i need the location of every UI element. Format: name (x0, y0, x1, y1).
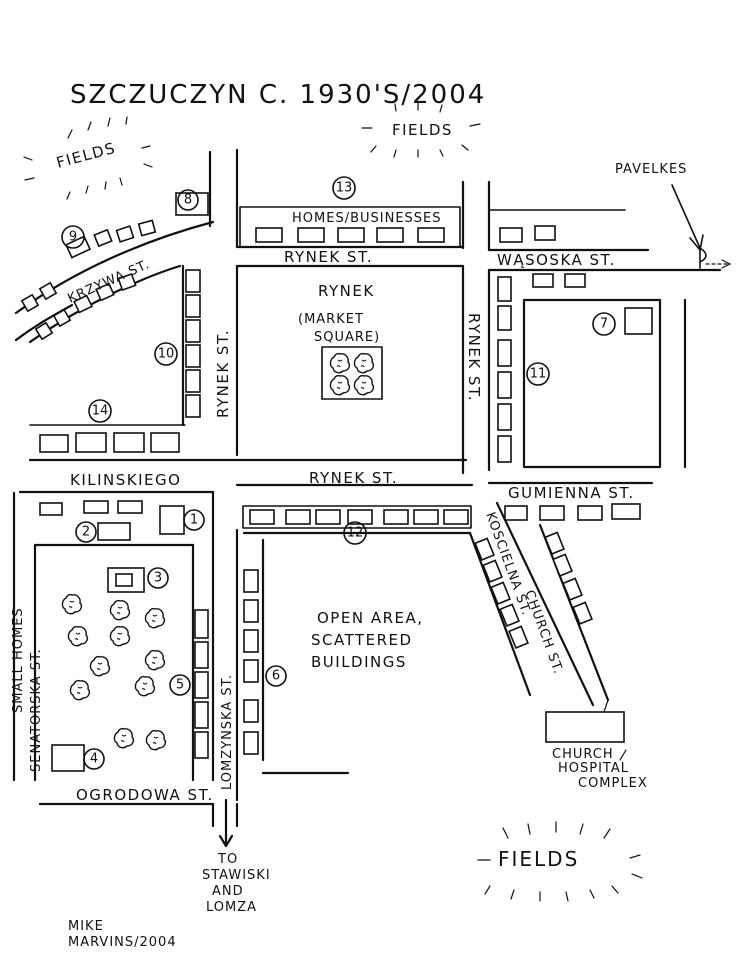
marker-9: 9 (61, 225, 85, 249)
krzywa-buildings (20, 192, 209, 341)
svg-text:10: 10 (158, 347, 175, 362)
open-area-label: BUILDINGS (311, 653, 407, 671)
marker-12: 12 (343, 521, 367, 545)
author-signature: MARVINS/2004 (68, 935, 177, 950)
svg-text:14: 14 (92, 404, 109, 419)
block-11-buildings (497, 276, 512, 463)
marker-10: 10 (154, 342, 178, 366)
church-leader-lines (603, 699, 627, 761)
block-6-buildings (243, 569, 259, 755)
fields-area-top-left: FIELDS (23, 116, 153, 200)
marker-3: 3 (147, 567, 169, 589)
lomzynska-street-label: LOMZYNSKA ST. (220, 674, 235, 790)
marker-8: 8 (177, 189, 199, 211)
map-title: SZCZUCZYN C. 1930'S/2004 (70, 80, 486, 110)
building-7 (624, 307, 653, 335)
marker-13: 13 (332, 176, 356, 200)
author-signature: MIKE (68, 919, 104, 934)
fields-label: FIELDS (54, 139, 118, 172)
market-square: RYNEK (MARKET SQUARE) (298, 282, 383, 400)
svg-text:4: 4 (90, 752, 98, 767)
wasoska-buildings (488, 209, 626, 288)
church-hospital-building (545, 711, 625, 743)
block-12-buildings (242, 505, 472, 529)
svg-text:5: 5 (176, 678, 184, 693)
street-lines (12, 148, 722, 848)
market-square-label: (MARKET (298, 312, 364, 327)
building-row (255, 227, 445, 243)
gumienna-street-label: GUMIENNA ST. (508, 484, 635, 502)
rynek-street-top-label: RYNEK ST. (284, 248, 373, 266)
block-10-buildings (185, 269, 201, 418)
svg-text:1: 1 (190, 513, 198, 528)
rynek-label: RYNEK (318, 282, 375, 300)
pavelkes-marker: PAVELKES (615, 162, 732, 269)
marker-6: 6 (265, 665, 287, 687)
svg-text:13: 13 (336, 181, 353, 196)
to-towns-label: AND (212, 884, 244, 899)
svg-text:8: 8 (184, 193, 192, 208)
fields-area-bottom-right: FIELDS (477, 821, 643, 902)
marker-2: 2 (75, 521, 97, 543)
marker-7: 7 (592, 312, 616, 336)
rynek-street-bottom-label: RYNEK ST. (309, 469, 398, 487)
fields-label: FIELDS (498, 847, 579, 871)
small-homes-label: SMALL HOMES (11, 607, 26, 713)
numbered-markers: 1 2 3 4 5 6 7 8 9 10 11 12 13 14 (61, 176, 616, 770)
ogrodowa-street-label: OGRODOWA ST. (76, 786, 214, 804)
fields-label: FIELDS (392, 121, 453, 139)
market-square-label: SQUARE) (314, 330, 380, 345)
homes-businesses-block: HOMES/BUSINESSES (239, 206, 461, 248)
rynek-street-left-label: RYNEK ST. (214, 329, 232, 418)
church-complex-label: CHURCH (552, 747, 614, 762)
svg-text:11: 11 (530, 367, 547, 382)
rynek-street-right-label: RYNEK ST. (465, 313, 483, 402)
marker-5: 5 (169, 674, 191, 696)
trees (61, 593, 167, 751)
koscielna-buildings (474, 531, 593, 650)
marker-1: 1 (183, 509, 205, 531)
svg-text:7: 7 (600, 317, 608, 332)
kilinskiego-block-buildings (39, 500, 185, 772)
open-area-label: SCATTERED (311, 631, 413, 649)
svg-text:9: 9 (69, 230, 77, 245)
to-towns-label: LOMZA (206, 900, 257, 915)
pavelkes-label: PAVELKES (615, 162, 687, 177)
to-towns-label: TO (217, 852, 238, 867)
open-area-label: OPEN AREA, (317, 609, 424, 627)
block-14-buildings (29, 424, 186, 453)
marker-11: 11 (526, 362, 550, 386)
church-complex-label: HOSPITAL (558, 761, 629, 776)
pavelkes-house-icon (699, 247, 707, 269)
svg-text:2: 2 (82, 525, 90, 540)
wasoska-street-label: WĄSOSKA ST. (497, 251, 616, 269)
svg-text:6: 6 (272, 669, 280, 684)
marker-4: 4 (83, 748, 105, 770)
kilinskiego-street-label: KILINSKIEGO (70, 471, 181, 489)
svg-text:12: 12 (347, 526, 364, 541)
homes-businesses-label: HOMES/BUSINESSES (292, 211, 442, 226)
svg-text:3: 3 (154, 571, 162, 586)
to-towns-label: STAWISKI (202, 868, 271, 883)
fields-area-top-center: FIELDS (361, 101, 481, 158)
block-5-buildings (194, 609, 209, 759)
gumienna-buildings (504, 503, 641, 521)
marker-14: 14 (88, 399, 112, 423)
senatorska-street-label: SENATORSKA ST. (29, 648, 44, 772)
church-complex-label: COMPLEX (578, 776, 648, 791)
